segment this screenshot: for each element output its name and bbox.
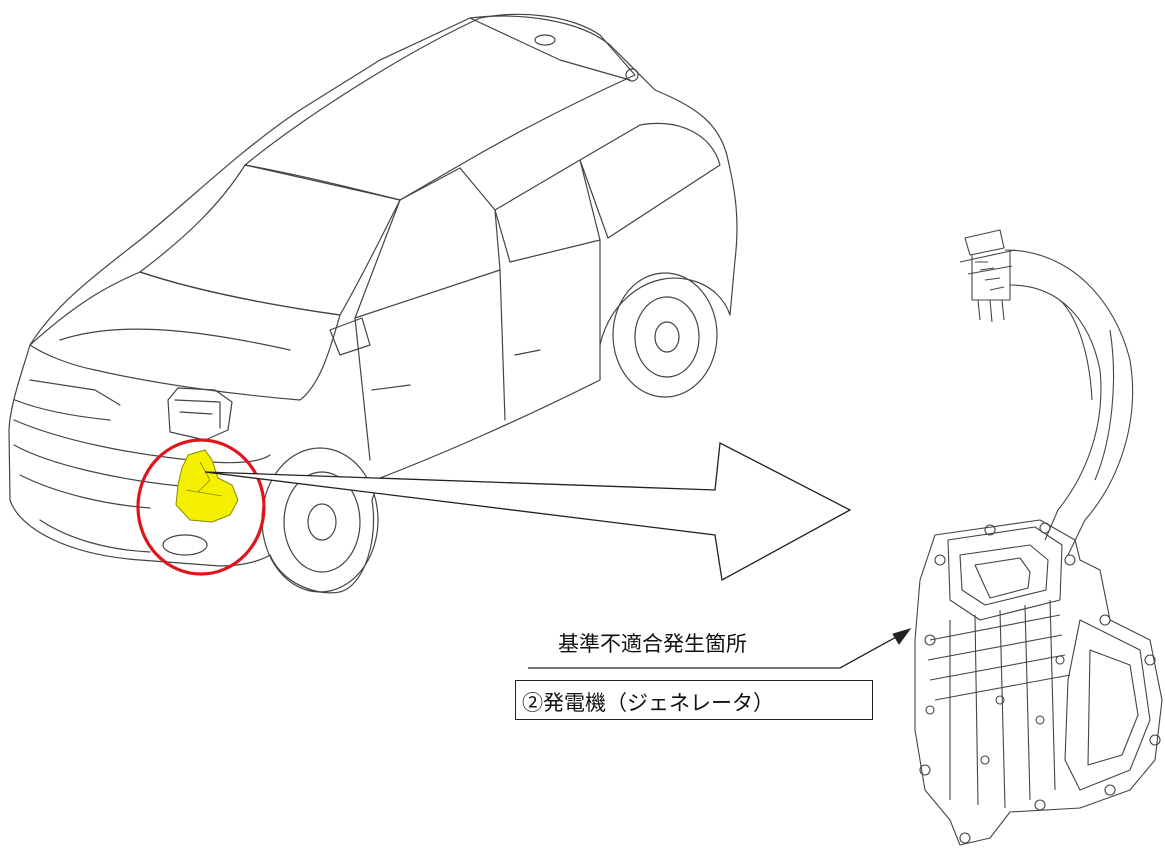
- generator-housing: [914, 519, 1163, 846]
- arrow-outline: [204, 441, 852, 582]
- callout-arrowhead: [892, 628, 912, 645]
- part-label-box: [515, 680, 873, 720]
- connector-pins-icon: [959, 229, 1016, 323]
- cable-harness: [1004, 249, 1134, 556]
- fog-lamp: [162, 534, 208, 556]
- bolt-icons: [919, 522, 1161, 844]
- vehicle-windshield: [139, 164, 401, 316]
- side-mirror: [329, 317, 371, 356]
- vehicle-hood: [29, 271, 341, 401]
- generator-illustration: [914, 229, 1163, 846]
- vehicle-illustration: [8, 13, 738, 594]
- engine-component: [167, 387, 233, 441]
- vehicle-side-windows: [354, 167, 501, 319]
- roof-antenna: [625, 68, 639, 82]
- location-circle: [136, 438, 266, 576]
- callout-leader-line: [528, 635, 899, 669]
- part-name-label: ②発電機（ジェネレータ）: [522, 691, 774, 715]
- defect-location-label: 基準不適合発生箇所: [558, 632, 747, 656]
- vehicle-grille: [13, 419, 271, 464]
- vehicle-roof: [244, 13, 636, 201]
- rear-wheel: [612, 272, 718, 398]
- generator-highlight: [175, 449, 239, 523]
